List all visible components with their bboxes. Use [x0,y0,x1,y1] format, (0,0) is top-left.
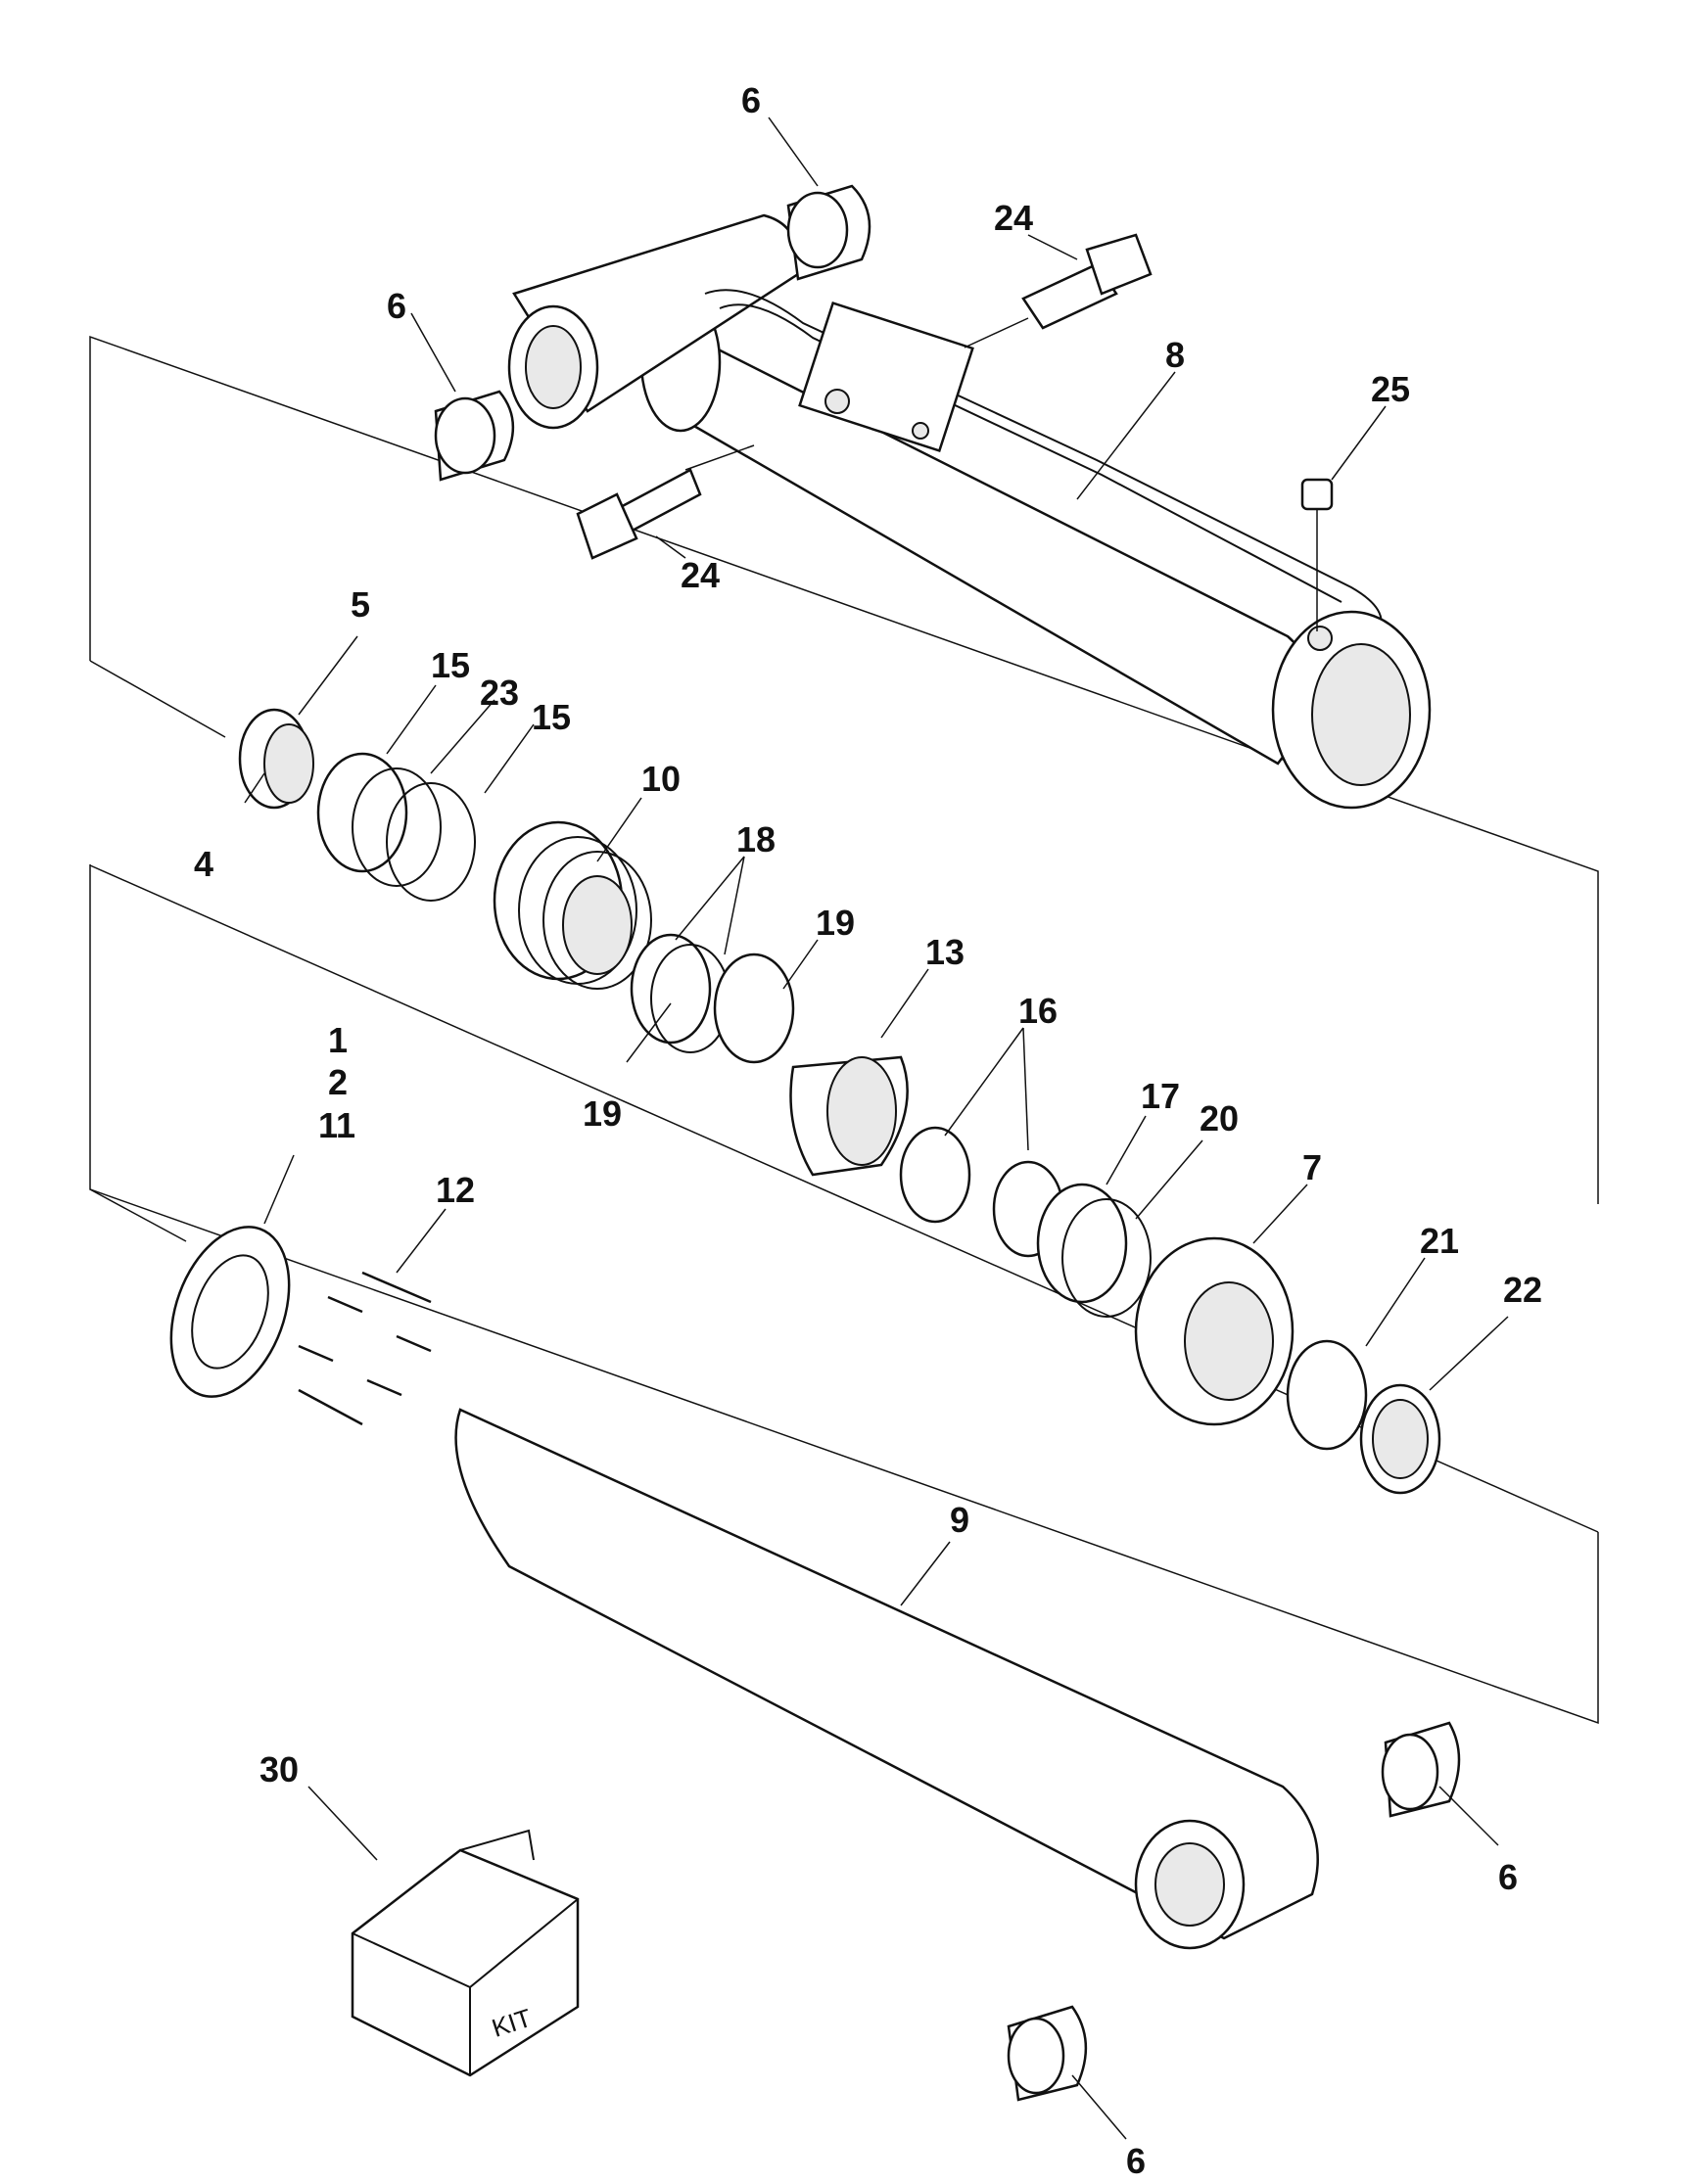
bushing-bottom-left [1007,2005,1088,2102]
bushing-top-right [786,184,871,281]
callout-15-right: 15 [532,697,571,737]
callout-21: 21 [1420,1221,1459,1261]
seal-rings-15-23 [316,752,476,902]
callout-13: 13 [925,932,965,972]
callout-6-top: 6 [741,80,761,120]
bolts [298,1271,432,1426]
rings-21-22 [1286,1339,1441,1495]
piston [493,820,652,990]
callout-25: 25 [1371,369,1410,409]
flange-plate [169,1226,291,1398]
callout-23: 23 [480,673,519,713]
callout-16: 16 [1018,991,1058,1031]
callout-labels: 6 24 6 8 25 24 5 15 23 15 4 10 18 19 13 … [194,80,1542,2181]
callout-12: 12 [436,1170,475,1210]
cylinder-barrel [507,213,1432,810]
callout-6-left: 6 [387,286,406,326]
assembly-guide-lines [89,335,1599,1725]
rings-18-19 [630,933,795,1064]
leader-lines [244,116,1509,2140]
callout-22: 22 [1503,1270,1542,1310]
rings-17-20 [1036,1183,1152,1318]
callout-2: 2 [328,1062,348,1102]
callout-6-bottom-right: 6 [1498,1857,1518,1897]
callout-6-bottom: 6 [1126,2141,1146,2181]
callout-5: 5 [351,584,370,625]
gland-7 [1134,1236,1295,1426]
callout-20: 20 [1200,1098,1239,1138]
callout-19-left: 19 [583,1093,622,1134]
plug [1300,478,1334,631]
fitting-lower [576,444,755,560]
fitting-upper [964,233,1153,349]
callout-19-right: 19 [816,903,855,943]
bushing-top-left [434,390,515,482]
kit-box: KIT [351,1829,580,2077]
piston-rod [454,1408,1319,1950]
callout-17: 17 [1141,1076,1180,1116]
callout-11: 11 [318,1105,355,1145]
callout-18: 18 [736,819,776,860]
callout-24-top: 24 [994,198,1033,238]
bushing-bottom-right [1381,1721,1461,1818]
callout-30: 30 [259,1749,299,1789]
callout-1: 1 [328,1020,348,1060]
callout-8: 8 [1165,335,1185,375]
callout-15-left: 15 [431,645,470,685]
callout-24-bottom: 24 [681,555,720,595]
callout-10: 10 [641,759,681,799]
callout-4: 4 [194,844,213,884]
callout-9: 9 [950,1500,969,1540]
spacer-13 [789,1055,909,1177]
callout-7: 7 [1302,1147,1322,1187]
